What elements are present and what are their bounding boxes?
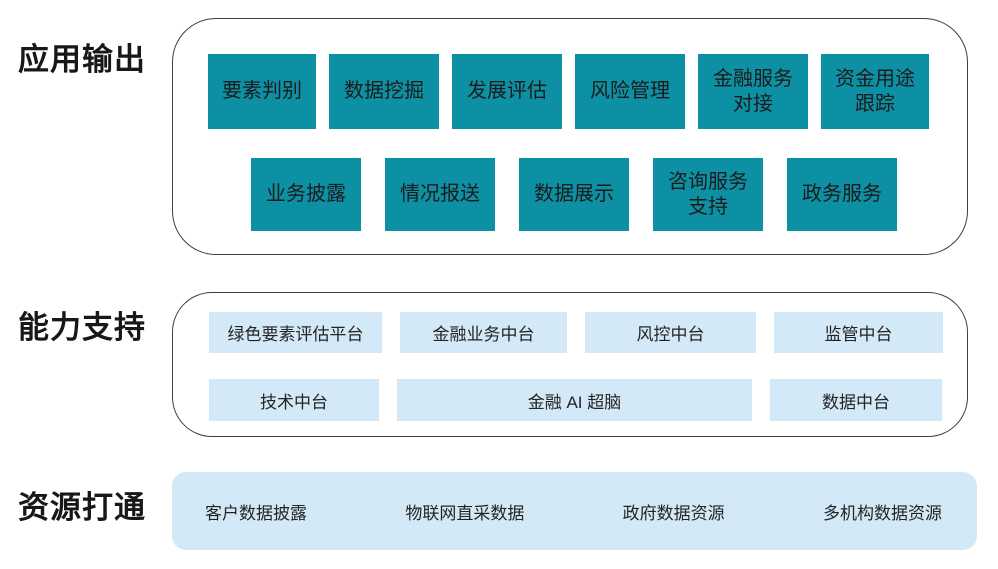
app-box-development-evaluation: 发展评估 [452,54,562,129]
cap-box-financial-business-middle-platform: 金融业务中台 [400,312,567,353]
resource-item-government-data: 政府数据资源 [622,503,725,523]
cap-box-technology-middle-platform: 技术中台 [209,379,379,421]
resource-item-multi-institution-data: 多机构数据资源 [822,503,942,523]
resources-band: 客户数据披露 物联网直采数据 政府数据资源 多机构数据资源 [172,472,977,550]
cap-box-risk-control-middle-platform: 风控中台 [585,312,756,353]
cap-box-financial-ai-superbrain: 金融 AI 超脑 [397,379,752,421]
section-title-resources: 资源打通 [18,490,146,525]
app-output-row-1: 要素判别 数据挖掘 发展评估 风险管理 金融服务 对接 资金用途 跟踪 [208,54,929,129]
app-box-data-mining: 数据挖掘 [329,54,439,129]
app-output-row-2: 业务披露 情况报送 数据展示 咨询服务 支持 政务服务 [251,158,897,231]
section-title-capability: 能力支持 [18,310,146,345]
resource-item-customer-data-disclosure: 客户数据披露 [205,503,307,523]
cap-box-data-middle-platform: 数据中台 [770,379,942,421]
app-box-consulting-service-support: 咨询服务 支持 [653,158,763,231]
section-title-app-output: 应用输出 [18,42,146,77]
capability-row-1: 绿色要素评估平台 金融业务中台 风控中台 监管中台 [209,312,943,353]
app-box-data-display: 数据展示 [519,158,629,231]
app-box-financial-service-connection: 金融服务 对接 [698,54,808,129]
app-box-factor-identification: 要素判别 [208,54,316,129]
cap-box-regulation-middle-platform: 监管中台 [774,312,943,353]
app-box-fund-usage-tracking: 资金用途 跟踪 [821,54,929,129]
capability-row-2: 技术中台 金融 AI 超脑 数据中台 [209,379,942,421]
app-box-situation-reporting: 情况报送 [385,158,495,231]
app-box-risk-management: 风险管理 [575,54,685,129]
capability-panel: 绿色要素评估平台 金融业务中台 风控中台 监管中台 技术中台 金融 AI 超脑 … [172,292,968,437]
resource-item-iot-direct-data: 物联网直采数据 [405,503,525,523]
app-box-business-disclosure: 业务披露 [251,158,361,231]
app-output-panel: 要素判别 数据挖掘 发展评估 风险管理 金融服务 对接 资金用途 跟踪 业务披露… [172,18,968,255]
cap-box-green-factor-platform: 绿色要素评估平台 [209,312,382,353]
app-box-government-service: 政务服务 [787,158,897,231]
